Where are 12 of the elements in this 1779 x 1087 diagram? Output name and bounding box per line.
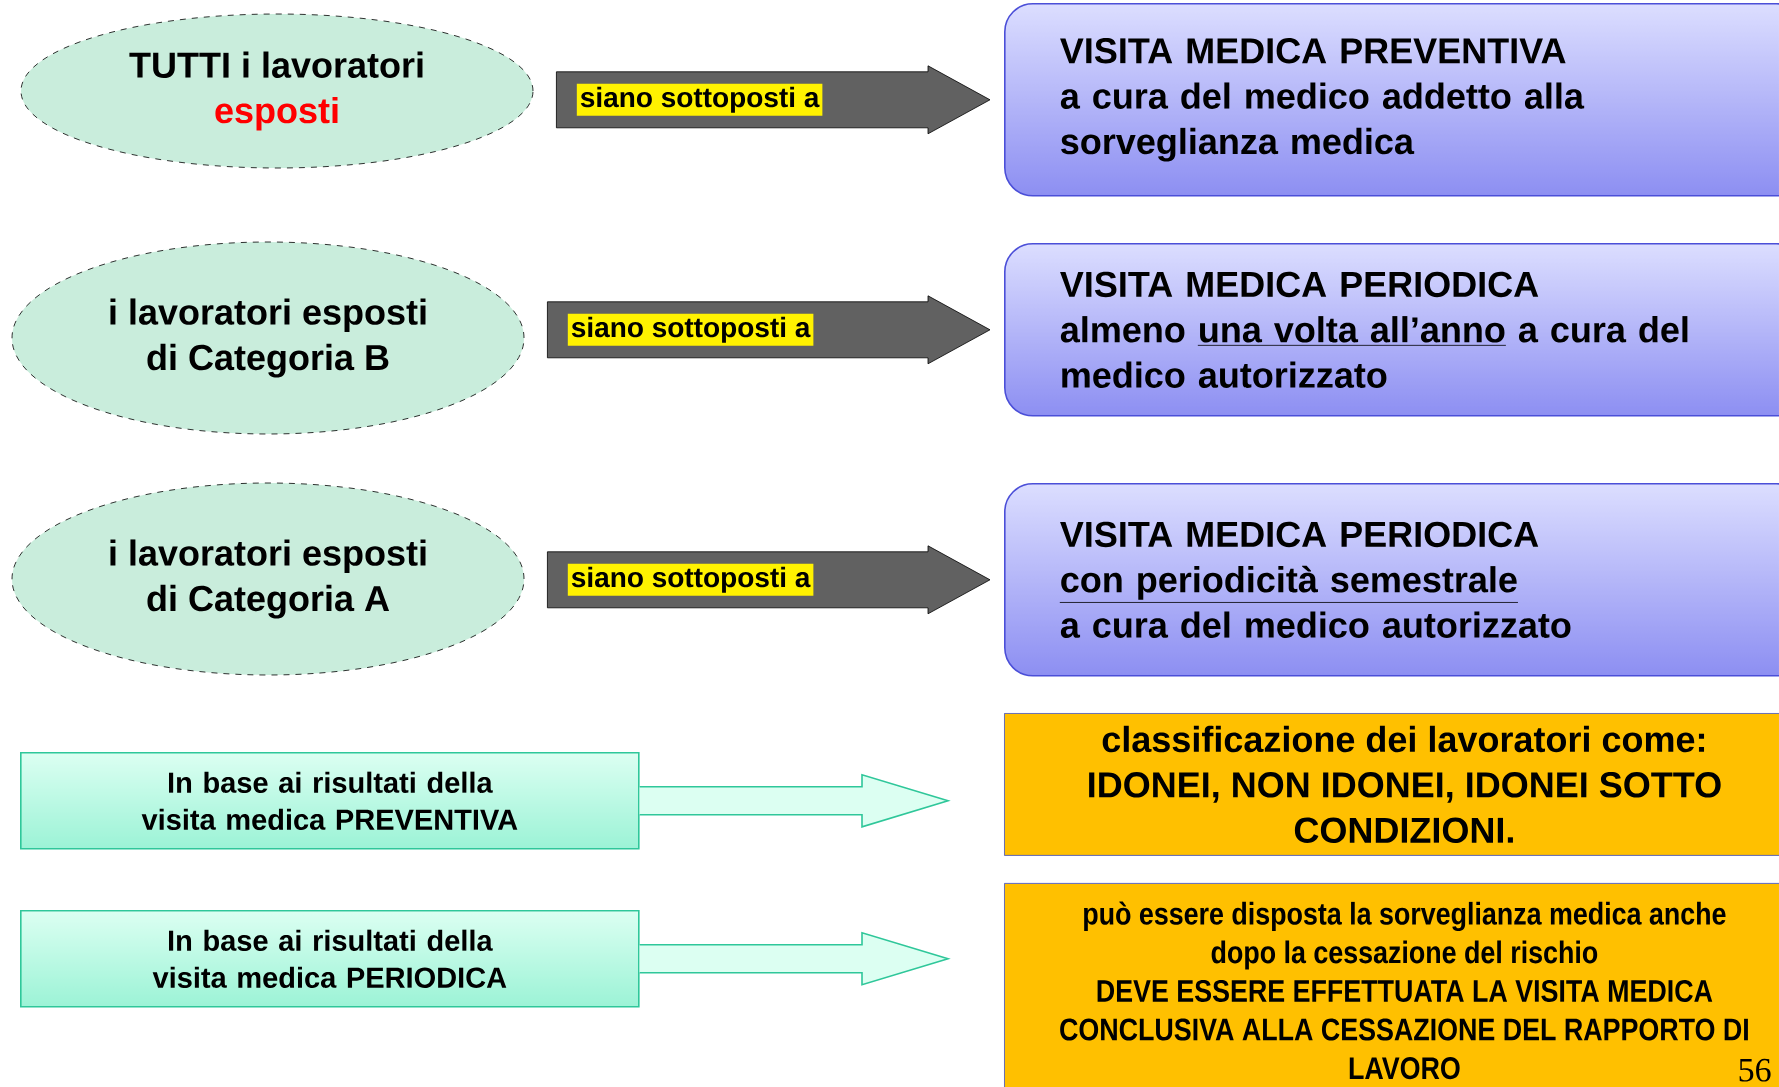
- edge-label: siano sottoposti a: [567, 563, 814, 596]
- text-box: classificazione dei lavoratori come: IDONEI, NON IDONEI, IDONEI SOTTO CONDIZIONI.: [1004, 713, 1779, 856]
- rounded-box: VISITA MEDICA PREVENTIVA a cura del medico addetto alla sorveglianza medica: [1004, 3, 1779, 197]
- edge-label: siano sottoposti a: [567, 313, 814, 346]
- text-box: In base ai risultati della visita medica PREVENTIVA: [20, 752, 640, 850]
- text-box: In base ai risultati della visita medica PERIODICA: [20, 910, 640, 1008]
- block-arrow: [638, 931, 951, 986]
- rounded-box: VISITA MEDICA PERIODICA con periodicità semestrale a cura del medico autorizzato: [1004, 483, 1779, 677]
- block-arrow: [638, 773, 951, 828]
- edge-label: siano sottoposti a: [576, 83, 823, 116]
- page-number: 56: [1739, 1058, 1771, 1082]
- rounded-box: VISITA MEDICA PERIODICA almeno una volta all’anno a cura del medico autorizzato: [1004, 243, 1779, 417]
